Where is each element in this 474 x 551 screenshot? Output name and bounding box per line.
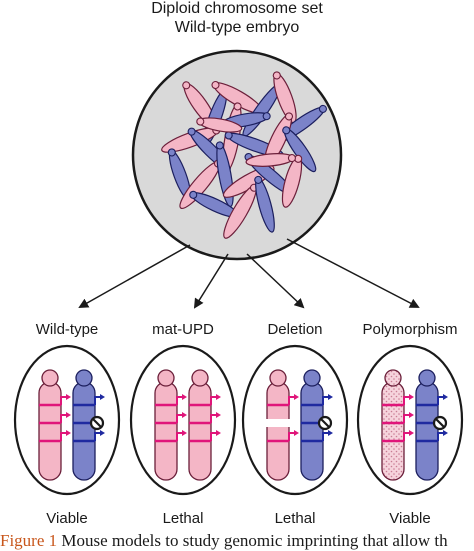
outcome-polymorphism: Viable — [389, 510, 431, 527]
outcome-deletion: Lethal — [274, 510, 316, 527]
outcome-mat-upd: Lethal — [162, 510, 204, 527]
wild-type-nucleus — [131, 49, 343, 261]
maternal-chromosome — [38, 369, 62, 481]
paternal-expression-arrow — [437, 432, 444, 441]
arrow-mat-upd — [193, 253, 229, 309]
maternal-expression-arrow — [60, 432, 67, 441]
paternal-chromosome — [300, 369, 324, 481]
arrow-deletion — [246, 253, 305, 309]
figure-caption: Figure 1 Mouse models to study genomic i… — [0, 531, 448, 551]
paternal-chromosome — [415, 369, 439, 481]
maternal-expression-arrow — [403, 432, 410, 441]
deleted-region — [266, 419, 290, 427]
maternal-expression-arrow — [288, 396, 295, 405]
chromosome-cluster — [161, 71, 327, 239]
maternal-expression-arrow — [60, 396, 67, 405]
paternal-expression-arrow — [94, 432, 101, 441]
paternal-chromosome — [254, 175, 275, 233]
column-label-polymorphism: Polymorphism — [362, 321, 458, 338]
silenced-allele-icon — [317, 415, 333, 431]
maternal-expression-arrow — [210, 414, 217, 423]
maternal-expression-arrow — [210, 396, 217, 405]
maternal-chromosome — [381, 369, 405, 481]
maternal-expression-arrow — [176, 414, 183, 423]
maternal-chromosome — [266, 369, 290, 481]
maternal-chromosome — [154, 369, 178, 481]
maternal-chromosome — [245, 153, 296, 167]
arrow-wild-type — [78, 244, 191, 308]
column-label-deletion: Deletion — [267, 321, 323, 338]
paternal-chromosome — [282, 126, 317, 173]
arrows — [78, 238, 420, 309]
maternal-expression-arrow — [210, 432, 217, 441]
diagram-title-line2: Wild-type embryo — [174, 19, 300, 36]
outcome-wild-type: Viable — [46, 510, 88, 527]
embryo-cell-poly — [356, 344, 464, 496]
maternal-chromosome — [196, 117, 243, 133]
paternal-chromosome — [72, 369, 96, 481]
paternal-expression-arrow — [322, 396, 329, 405]
diagram-title-line1: Diploid chromosome set — [151, 0, 323, 17]
paternal-expression-arrow — [437, 396, 444, 405]
maternal-expression-arrow — [403, 396, 410, 405]
maternal-expression-arrow — [288, 432, 295, 441]
embryo-panels — [13, 344, 464, 496]
paternal-expression-arrow — [94, 396, 101, 405]
maternal-chromosome — [188, 369, 212, 481]
maternal-expression-arrow — [176, 432, 183, 441]
figure-caption-text: Mouse models to study genomic imprinting… — [57, 531, 448, 550]
arrow-polymorphism — [286, 238, 420, 308]
embryo-cell-wt — [13, 344, 121, 496]
silenced-allele-icon — [432, 415, 448, 431]
maternal-expression-arrow — [403, 414, 410, 423]
figure-caption-number: Figure 1 — [0, 531, 58, 550]
maternal-chromosome — [281, 154, 303, 208]
embryo-cell-del — [241, 344, 349, 496]
embryo-cell-upd — [129, 344, 237, 496]
embryo-outline — [129, 344, 237, 496]
paternal-expression-arrow — [322, 432, 329, 441]
column-label-wild-type: Wild-type — [35, 321, 99, 338]
silenced-allele-icon — [89, 415, 105, 431]
maternal-expression-arrow — [60, 414, 67, 423]
column-label-mat-upd: mat-UPD — [152, 321, 214, 338]
maternal-expression-arrow — [176, 396, 183, 405]
